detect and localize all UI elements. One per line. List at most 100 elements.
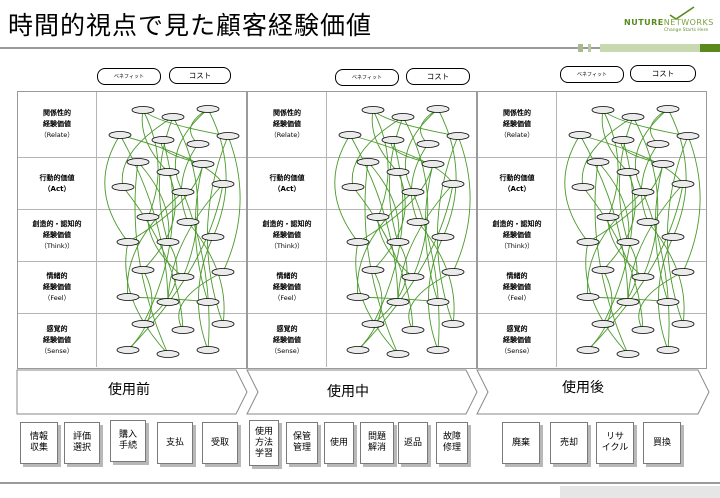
network-node	[616, 350, 640, 358]
network-link	[372, 109, 389, 218]
network-node	[576, 293, 600, 301]
network-link	[372, 171, 406, 271]
network-node	[361, 266, 385, 274]
network-link	[194, 163, 209, 303]
network-link	[372, 109, 459, 137]
benefit-pill-during: ベネフィット	[335, 69, 399, 86]
row-divider	[326, 209, 476, 210]
value-grid-before: 関係性的経験価値（Relate） 行動的価値（Act） 創造的・認知的経験価値（…	[17, 91, 247, 369]
row-label-think: 創造的・認知的経験価値（Think)）	[478, 210, 557, 262]
page-title: 時間的視点で見た顧客経験価値	[8, 11, 373, 40]
row-label-feel: 情緒的経験価値（Feel）	[18, 262, 97, 314]
experience-network-after	[564, 105, 701, 358]
network-link	[142, 171, 176, 271]
network-link	[222, 135, 241, 273]
network-link	[357, 269, 383, 351]
company-logo: NUTURENETWORKS Change Starts Here	[624, 6, 718, 40]
network-link	[127, 269, 153, 351]
network-node	[621, 113, 645, 121]
network-node	[576, 238, 600, 246]
network-node	[131, 106, 155, 114]
network-node	[671, 320, 695, 328]
network-link	[602, 109, 619, 218]
network-link	[126, 191, 184, 298]
network-link	[437, 108, 457, 238]
network-link	[682, 135, 701, 273]
network-link	[351, 116, 404, 188]
header-divider	[0, 44, 720, 52]
row-divider	[96, 209, 246, 210]
network-node	[361, 320, 385, 328]
phase-chevron-band	[16, 369, 710, 415]
network-node	[131, 266, 155, 274]
network-node	[338, 131, 362, 139]
network-node	[631, 188, 655, 196]
network-link	[618, 116, 634, 243]
network-link	[654, 163, 669, 303]
network-node	[341, 183, 365, 191]
activity-box: 買換	[643, 422, 681, 464]
network-node	[116, 346, 140, 354]
network-link	[190, 108, 209, 145]
network-link	[657, 236, 674, 351]
logo-tagline: Change Starts Here	[664, 28, 709, 33]
network-link	[586, 191, 644, 298]
network-link	[180, 143, 199, 223]
network-node	[401, 273, 425, 281]
row-label-sense: 感覚的経験価値（Sense）	[18, 314, 97, 367]
row-label-think: 創造的・認知的経験価値（Think)）	[248, 210, 327, 262]
network-link	[357, 163, 434, 243]
network-link	[602, 109, 689, 137]
network-node	[568, 131, 592, 139]
network-node	[406, 218, 430, 226]
network-node	[586, 158, 610, 166]
row-divider	[556, 261, 706, 262]
network-node	[616, 238, 640, 246]
experience-network-during	[334, 105, 471, 358]
network-node	[171, 188, 195, 196]
network-link	[397, 183, 454, 303]
network-node	[611, 136, 635, 144]
network-link	[349, 134, 454, 185]
network-link	[178, 271, 224, 331]
network-node	[171, 273, 195, 281]
network-node	[116, 238, 140, 246]
network-node	[646, 140, 670, 148]
footer-bar	[0, 482, 720, 498]
network-link	[452, 135, 471, 273]
network-node	[156, 168, 180, 176]
network-node	[651, 160, 675, 168]
network-link	[127, 163, 204, 243]
network-node	[671, 268, 695, 276]
network-node	[616, 298, 640, 306]
activity-box: リサ イクル	[596, 422, 634, 464]
row-label-feel: 情緒的経験価値（Feel）	[248, 262, 327, 314]
network-link	[427, 236, 444, 351]
activity-box: 情報 収集	[20, 422, 58, 464]
network-node	[346, 238, 370, 246]
network-node	[441, 180, 465, 188]
network-link	[640, 143, 659, 223]
network-node	[386, 168, 410, 176]
network-link	[104, 134, 129, 243]
phase-chevron-after	[476, 369, 710, 415]
network-node	[186, 140, 210, 148]
network-link	[142, 109, 159, 218]
network-node	[346, 293, 370, 301]
network-node	[366, 213, 390, 221]
cost-pill-before: コスト	[169, 67, 231, 84]
network-link	[127, 183, 224, 351]
network-node	[386, 350, 410, 358]
phase-label-after: 使用後	[562, 380, 604, 396]
row-label-relate: 関係性的経験価値（Relate）	[248, 92, 327, 158]
network-link	[174, 108, 209, 193]
network-node	[116, 293, 140, 301]
row-label-relate: 関係性的経験価値（Relate）	[18, 92, 97, 158]
logo-wordmark: NUTURENETWORKS	[624, 18, 714, 27]
activity-box: 使用 方法 学習	[249, 420, 279, 466]
network-link	[119, 134, 224, 185]
row-divider	[326, 313, 476, 314]
network-node	[108, 131, 132, 139]
network-link	[142, 241, 178, 325]
network-link	[402, 116, 429, 278]
